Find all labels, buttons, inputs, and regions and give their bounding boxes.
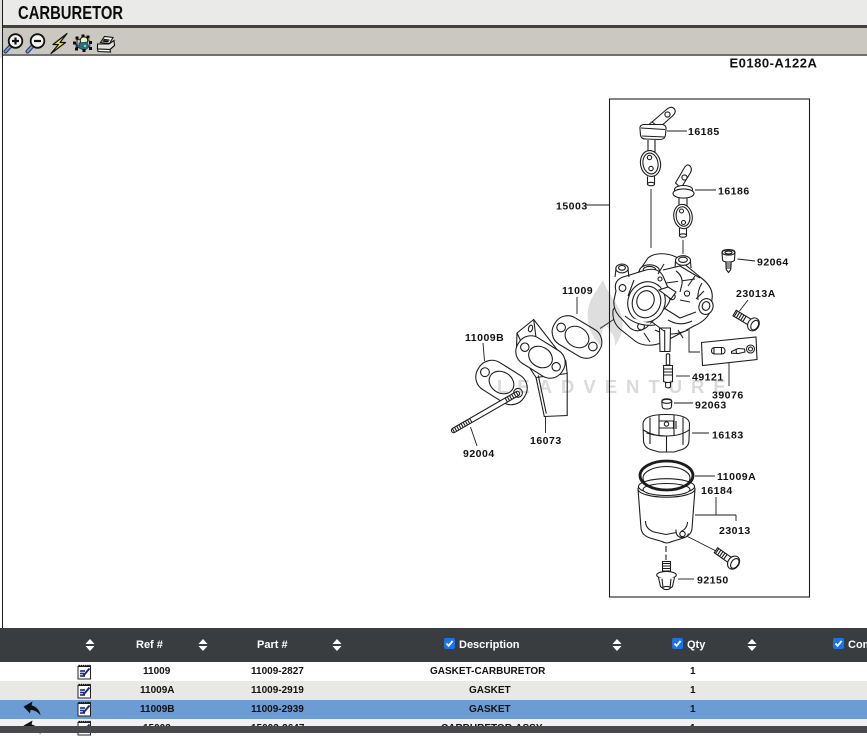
svg-text:92063: 92063 xyxy=(695,400,727,412)
svg-text:49121: 49121 xyxy=(692,372,724,384)
svg-text:15003: 15003 xyxy=(556,201,588,213)
svg-text:23013A: 23013A xyxy=(736,288,776,300)
svg-text:16183: 16183 xyxy=(712,430,744,442)
svg-text:23013: 23013 xyxy=(719,525,751,537)
svg-text:39076: 39076 xyxy=(712,390,744,402)
svg-text:92064: 92064 xyxy=(757,257,789,269)
svg-text:E0180-A122A: E0180-A122A xyxy=(730,56,818,71)
svg-text:11009B: 11009B xyxy=(465,332,504,344)
svg-text:16073: 16073 xyxy=(530,435,562,447)
svg-text:16186: 16186 xyxy=(718,186,750,198)
svg-text:92004: 92004 xyxy=(463,448,495,460)
svg-text:11009A: 11009A xyxy=(717,471,756,483)
svg-text:11009: 11009 xyxy=(562,285,593,297)
svg-text:16185: 16185 xyxy=(688,126,720,138)
svg-text:92150: 92150 xyxy=(697,575,729,587)
svg-text:16184: 16184 xyxy=(701,485,733,497)
svg-text:LEADVENTURE: LEADVENTURE xyxy=(497,376,735,397)
